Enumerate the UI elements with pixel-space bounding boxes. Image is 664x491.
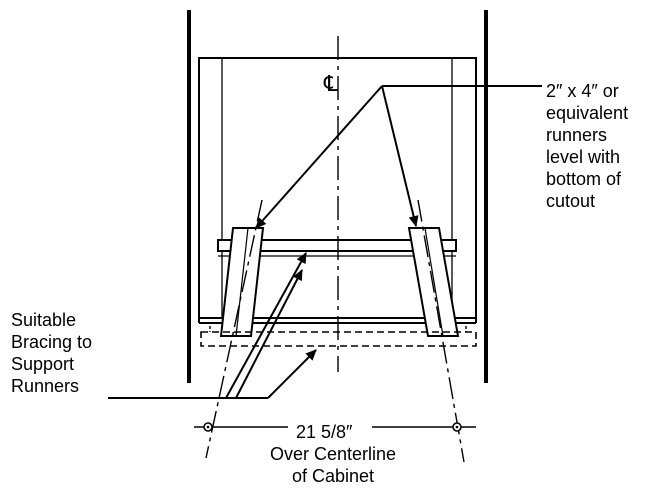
bracing-label-line-2: Bracing to (11, 332, 93, 352)
runners-label-line-2: equivalent (546, 103, 629, 123)
dimension-note-line-1: Over Centerline (269, 444, 397, 464)
runner-leader-left-arrow (255, 85, 383, 229)
left-runner-centerline (205, 199, 263, 459)
runners-label-line-6: cutout (546, 191, 596, 211)
bracing-leader-arrow-1 (225, 252, 307, 399)
dimension-point-left-dot (206, 425, 210, 429)
bracing-leader-arrow-3 (267, 349, 317, 399)
right-runner-edge (424, 227, 444, 337)
bracing-label-line-1: Suitable (11, 310, 77, 330)
runners-label-line-3: runners (546, 125, 608, 145)
bracing-label: Suitable Bracing to Support Runners (11, 309, 92, 397)
cross-brace (217, 239, 457, 252)
centerline-symbol: ℄ (324, 72, 339, 97)
runners-label-line-4: level with (546, 147, 621, 167)
dimension-point-right-dot (455, 425, 459, 429)
bracing-leader-arrow-2 (235, 269, 303, 399)
runners-label: 2″ x 4″ or equivalent runners level with… (546, 80, 628, 212)
dimension-value: 21 5/8″ (294, 421, 355, 443)
runners-label-line-5: bottom of (546, 169, 622, 189)
bracing-dashed-outline (200, 331, 477, 347)
runner-leader-right-arrow (381, 85, 419, 227)
right-runner-centerline (417, 199, 465, 463)
dimension-note-line-2: of Cabinet (291, 466, 375, 486)
bracing-label-line-3: Support (11, 354, 75, 374)
bracing-label-line-4: Runners (11, 376, 80, 396)
dimension-note: Over Centerline of Cabinet (236, 443, 430, 487)
runners-label-line-1: 2″ x 4″ or (546, 81, 619, 101)
left-runner-edge (235, 227, 249, 337)
